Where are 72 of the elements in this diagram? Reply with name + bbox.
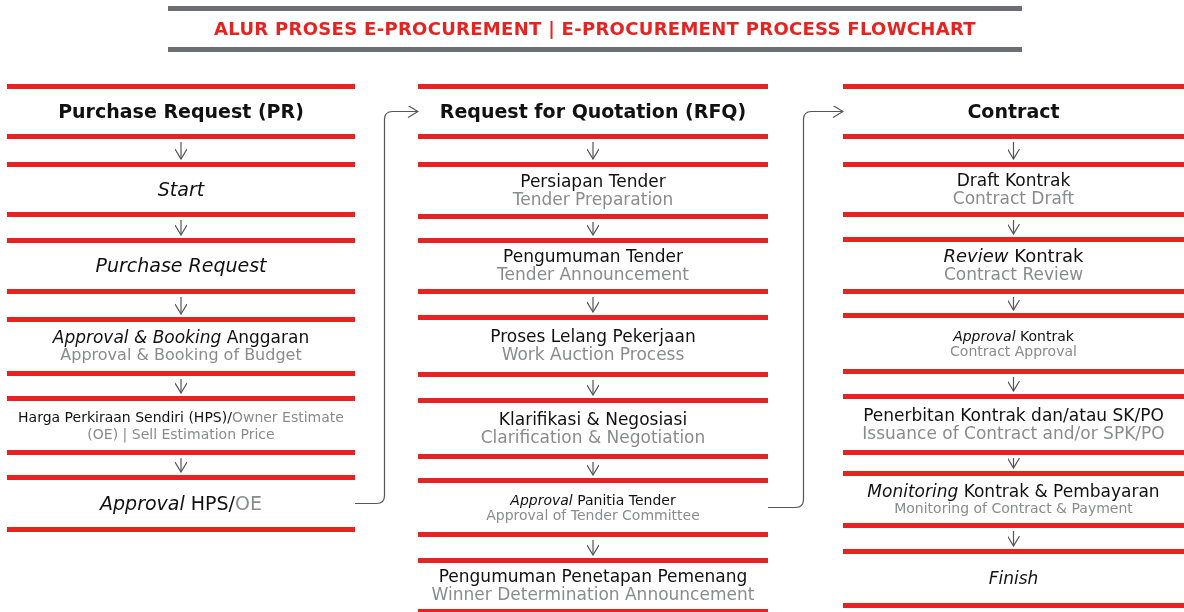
column-header-band [843, 84, 1184, 139]
arrow [1006, 530, 1021, 547]
step-label: Start [157, 179, 205, 200]
step-translation: Monitoring of Contract & Payment [894, 501, 1133, 516]
column-header: Request for Quotation (RFQ) [439, 101, 747, 122]
step-label: Approval Kontrak [953, 328, 1074, 344]
process-band [7, 317, 355, 376]
step-translation: Approval & Booking of Budget [60, 347, 302, 364]
step-label: Harga Perkiraan Sendiri (HPS)/Owner Estimate (OE) | Sell Estimation Price [17, 408, 345, 443]
step-label: Monitoring Kontrak & Pembayaran [867, 483, 1160, 502]
step-label: Draft Kontrak [956, 171, 1071, 190]
arrow [1006, 457, 1021, 469]
process-band [418, 238, 768, 294]
arrow [174, 296, 188, 315]
step-translation: Contract Draft [952, 189, 1075, 208]
step-label: Finish [988, 569, 1039, 588]
arrow [1006, 376, 1021, 392]
arrow [586, 221, 600, 236]
step-translation: Issuance of Contract and/or SPK/PO [862, 424, 1165, 443]
arrow [354, 104, 419, 505]
step-label: Review Kontrak [943, 247, 1084, 266]
step-label: Proses Lelang Pekerjaan [490, 328, 696, 346]
step-translation: Work Auction Process [501, 346, 685, 364]
arrow [174, 141, 188, 160]
column-header: Contract [967, 101, 1060, 122]
process-band [418, 315, 768, 377]
step-label: Penerbitan Kontrak dan/atau SK/PO [863, 406, 1164, 425]
arrow [586, 141, 600, 160]
step-translation: Approval of Tender Committee [486, 507, 700, 523]
column-header-band [418, 84, 768, 139]
process-band [418, 558, 768, 612]
process-band [843, 471, 1184, 528]
column-header: Purchase Request (PR) [58, 101, 304, 122]
step-translation: Tender Announcement [497, 266, 689, 284]
step-label: Pengumuman Penetapan Pemenang [438, 568, 748, 586]
step-translation: Contract Approval [950, 343, 1077, 359]
arrow [767, 104, 844, 509]
step-label: Purchase Request [95, 256, 267, 276]
step-translation: Clarification & Negotiation [480, 428, 706, 447]
step-translation: Tender Preparation [512, 190, 674, 209]
step-translation: Winner Determination Announcement [431, 586, 755, 604]
arrow [586, 379, 600, 396]
arrow [586, 296, 600, 313]
process-band [7, 475, 355, 532]
column-header-band [7, 84, 355, 139]
step-label: Approval & Booking Anggaran [52, 329, 310, 347]
arrow [586, 539, 600, 556]
step-label: Persiapan Tender [520, 172, 666, 191]
process-band [843, 313, 1184, 374]
step-label: Klarifikasi & Negosiasi [498, 410, 688, 429]
title-banner: ALUR PROSES E-PROCUREMENT | E-PROCUREMENT PROCESS FLOWCHART [168, 6, 1022, 52]
process-band [7, 396, 355, 455]
arrow [174, 457, 188, 473]
arrow [586, 461, 600, 476]
process-band [843, 549, 1184, 608]
step-label: Pengumuman Tender [503, 248, 683, 266]
arrow [1006, 219, 1021, 235]
process-band [418, 162, 768, 219]
process-band [843, 237, 1184, 294]
step-translation: Contract Review [943, 266, 1084, 284]
step-label: Approval HPS/OE [100, 492, 262, 515]
arrow [1006, 296, 1021, 311]
process-band [418, 398, 768, 459]
process-band [7, 162, 355, 217]
arrow [174, 378, 188, 394]
step-label: Approval Panitia Tender [510, 492, 676, 508]
arrow [174, 219, 188, 236]
process-band [7, 238, 355, 294]
process-band [843, 162, 1184, 217]
arrow [1006, 141, 1021, 160]
process-band [418, 478, 768, 537]
process-band [843, 394, 1184, 455]
